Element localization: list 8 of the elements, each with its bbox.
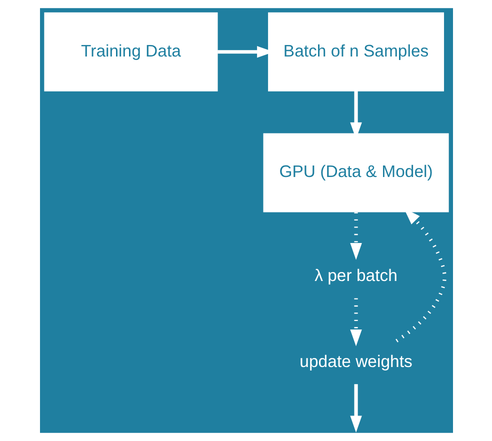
- node-text: λ per batch: [314, 266, 397, 285]
- arrow: [350, 212, 362, 260]
- node-text: update weights: [299, 352, 412, 371]
- node-box: Batch of n Samples: [268, 12, 444, 92]
- arrow: [350, 298, 362, 346]
- arrow: [350, 384, 362, 433]
- node-box: GPU (Data & Model): [262, 133, 448, 212]
- node-box: Training Data: [44, 12, 218, 92]
